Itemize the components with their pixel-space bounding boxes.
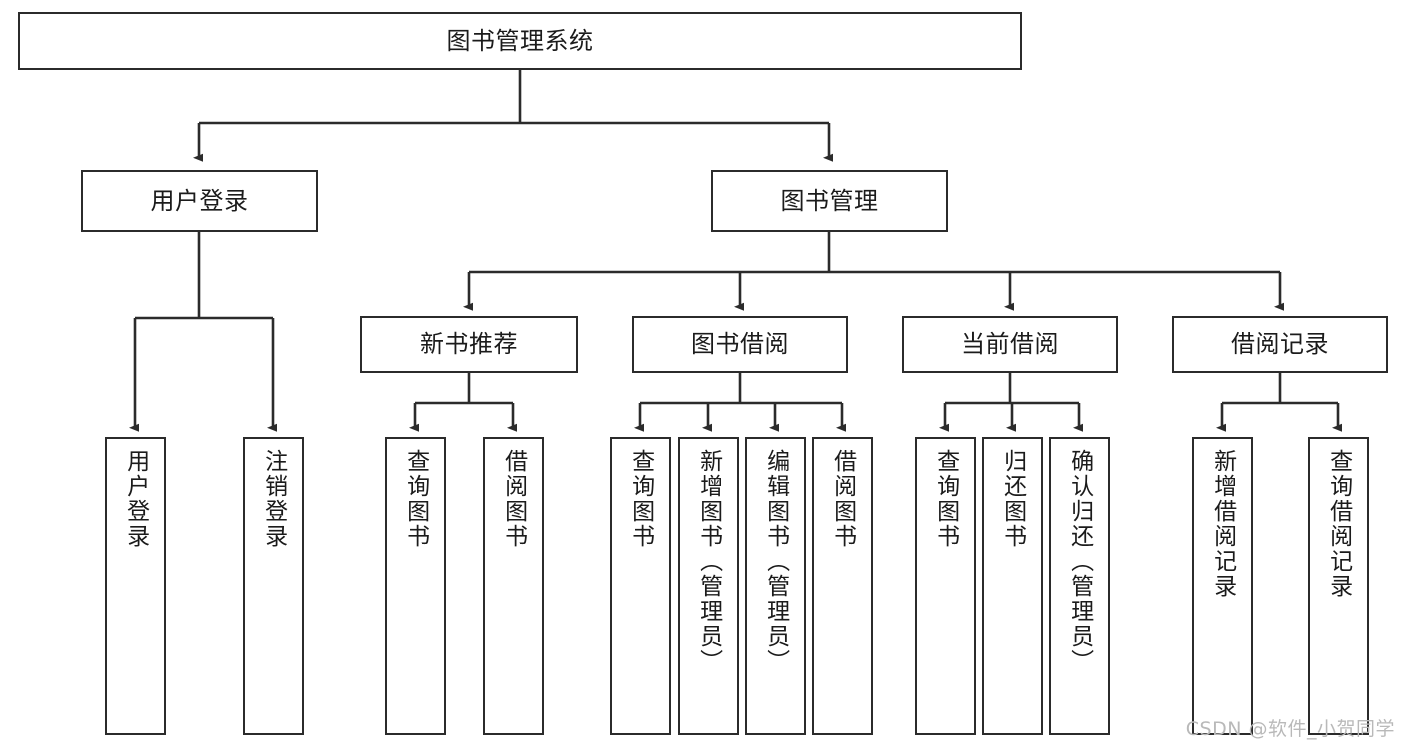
- node-label: 用户登录: [150, 186, 249, 215]
- node-label: 确认归还（管理员）: [1066, 449, 1093, 674]
- leaf-borrow-query-book[interactable]: 查询图书: [610, 437, 671, 735]
- node-label: 查询图书: [402, 449, 429, 549]
- node-label: 当前借阅: [961, 330, 1059, 359]
- leaf-borrow-add-book[interactable]: 新增图书（管理员）: [678, 437, 739, 735]
- node-user-login[interactable]: 用户登录: [81, 170, 318, 232]
- node-book-borrow[interactable]: 图书借阅: [632, 316, 848, 373]
- node-root-system[interactable]: 图书管理系统: [18, 12, 1022, 70]
- leaf-borrow-borrow-book[interactable]: 借阅图书: [812, 437, 873, 735]
- node-label: 注销登录: [260, 449, 287, 549]
- node-label: 编辑图书（管理员）: [762, 449, 789, 674]
- leaf-borrow-edit-book[interactable]: 编辑图书（管理员）: [745, 437, 806, 735]
- leaf-user-login-login[interactable]: 用户登录: [105, 437, 166, 735]
- node-label: 借阅图书: [829, 449, 856, 549]
- leaf-recommend-query-book[interactable]: 查询图书: [385, 437, 446, 735]
- node-label: 新书推荐: [420, 330, 518, 359]
- node-label: 查询借阅记录: [1325, 449, 1352, 599]
- leaf-recommend-borrow-book[interactable]: 借阅图书: [483, 437, 544, 735]
- node-borrow-records[interactable]: 借阅记录: [1172, 316, 1388, 373]
- leaf-current-return-book[interactable]: 归还图书: [982, 437, 1043, 735]
- node-label: 图书管理系统: [446, 26, 594, 55]
- leaf-user-login-logout[interactable]: 注销登录: [243, 437, 304, 735]
- node-label: 新增图书（管理员）: [695, 449, 722, 674]
- node-new-book-recommend[interactable]: 新书推荐: [360, 316, 578, 373]
- node-label: 查询图书: [932, 449, 959, 549]
- node-label: 新增借阅记录: [1209, 449, 1236, 599]
- node-label: 归还图书: [999, 449, 1026, 549]
- leaf-current-query-book[interactable]: 查询图书: [915, 437, 976, 735]
- node-label: 借阅图书: [500, 449, 527, 549]
- node-current-borrow[interactable]: 当前借阅: [902, 316, 1118, 373]
- leaf-records-add-record[interactable]: 新增借阅记录: [1192, 437, 1253, 735]
- node-label: 图书借阅: [691, 330, 789, 359]
- node-label: 用户登录: [122, 449, 149, 549]
- node-label: 查询图书: [627, 449, 654, 549]
- leaf-current-confirm-return[interactable]: 确认归还（管理员）: [1049, 437, 1110, 735]
- node-label: 借阅记录: [1231, 330, 1329, 359]
- watermark-text: CSDN @软件_小贺同学: [1185, 718, 1395, 740]
- node-label: 图书管理: [780, 186, 879, 215]
- leaf-records-query-record[interactable]: 查询借阅记录: [1308, 437, 1369, 735]
- node-book-management[interactable]: 图书管理: [711, 170, 948, 232]
